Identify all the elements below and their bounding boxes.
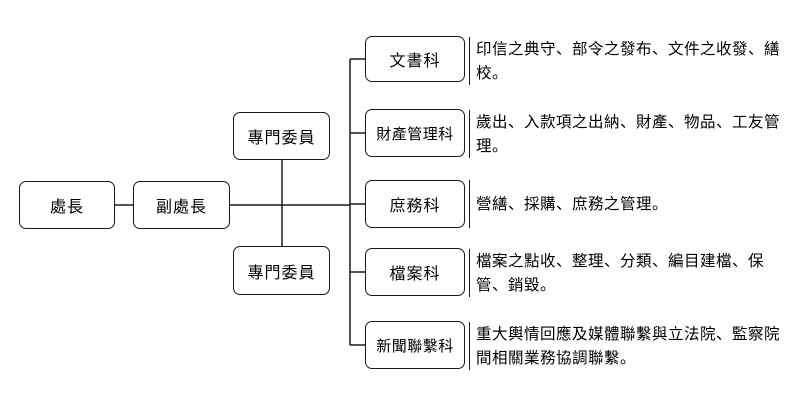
director-box: 處長 xyxy=(19,181,115,229)
section-property-duty: 歲出、入款項之出納、財產、物品、工友管理。 xyxy=(469,110,787,158)
section-archives-duty: 檔案之點收、整理、分類、編目建檔、保管、銷毀。 xyxy=(469,249,787,297)
commissioner-bottom-box: 專門委員 xyxy=(233,246,330,295)
section-documents-box: 文書科 xyxy=(365,36,465,82)
section-documents-duty: 印信之典守、部令之發布、文件之收發、繕校。 xyxy=(469,37,787,85)
section-general-affairs-duty: 營繕、採購、庶務之管理。 xyxy=(469,180,787,228)
section-property-box: 財產管理科 xyxy=(365,109,465,157)
section-media-liaison-duty: 重大輿情回應及媒體聯繫與立法院、監察院間相關業務協調聯繫。 xyxy=(469,322,787,370)
section-general-affairs-box: 庶務科 xyxy=(365,180,465,228)
deputy-director-box: 副處長 xyxy=(133,181,230,229)
commissioner-top-box: 專門委員 xyxy=(233,112,330,160)
section-archives-box: 檔案科 xyxy=(365,248,465,296)
section-media-liaison-box: 新聞聯繫科 xyxy=(365,321,465,369)
